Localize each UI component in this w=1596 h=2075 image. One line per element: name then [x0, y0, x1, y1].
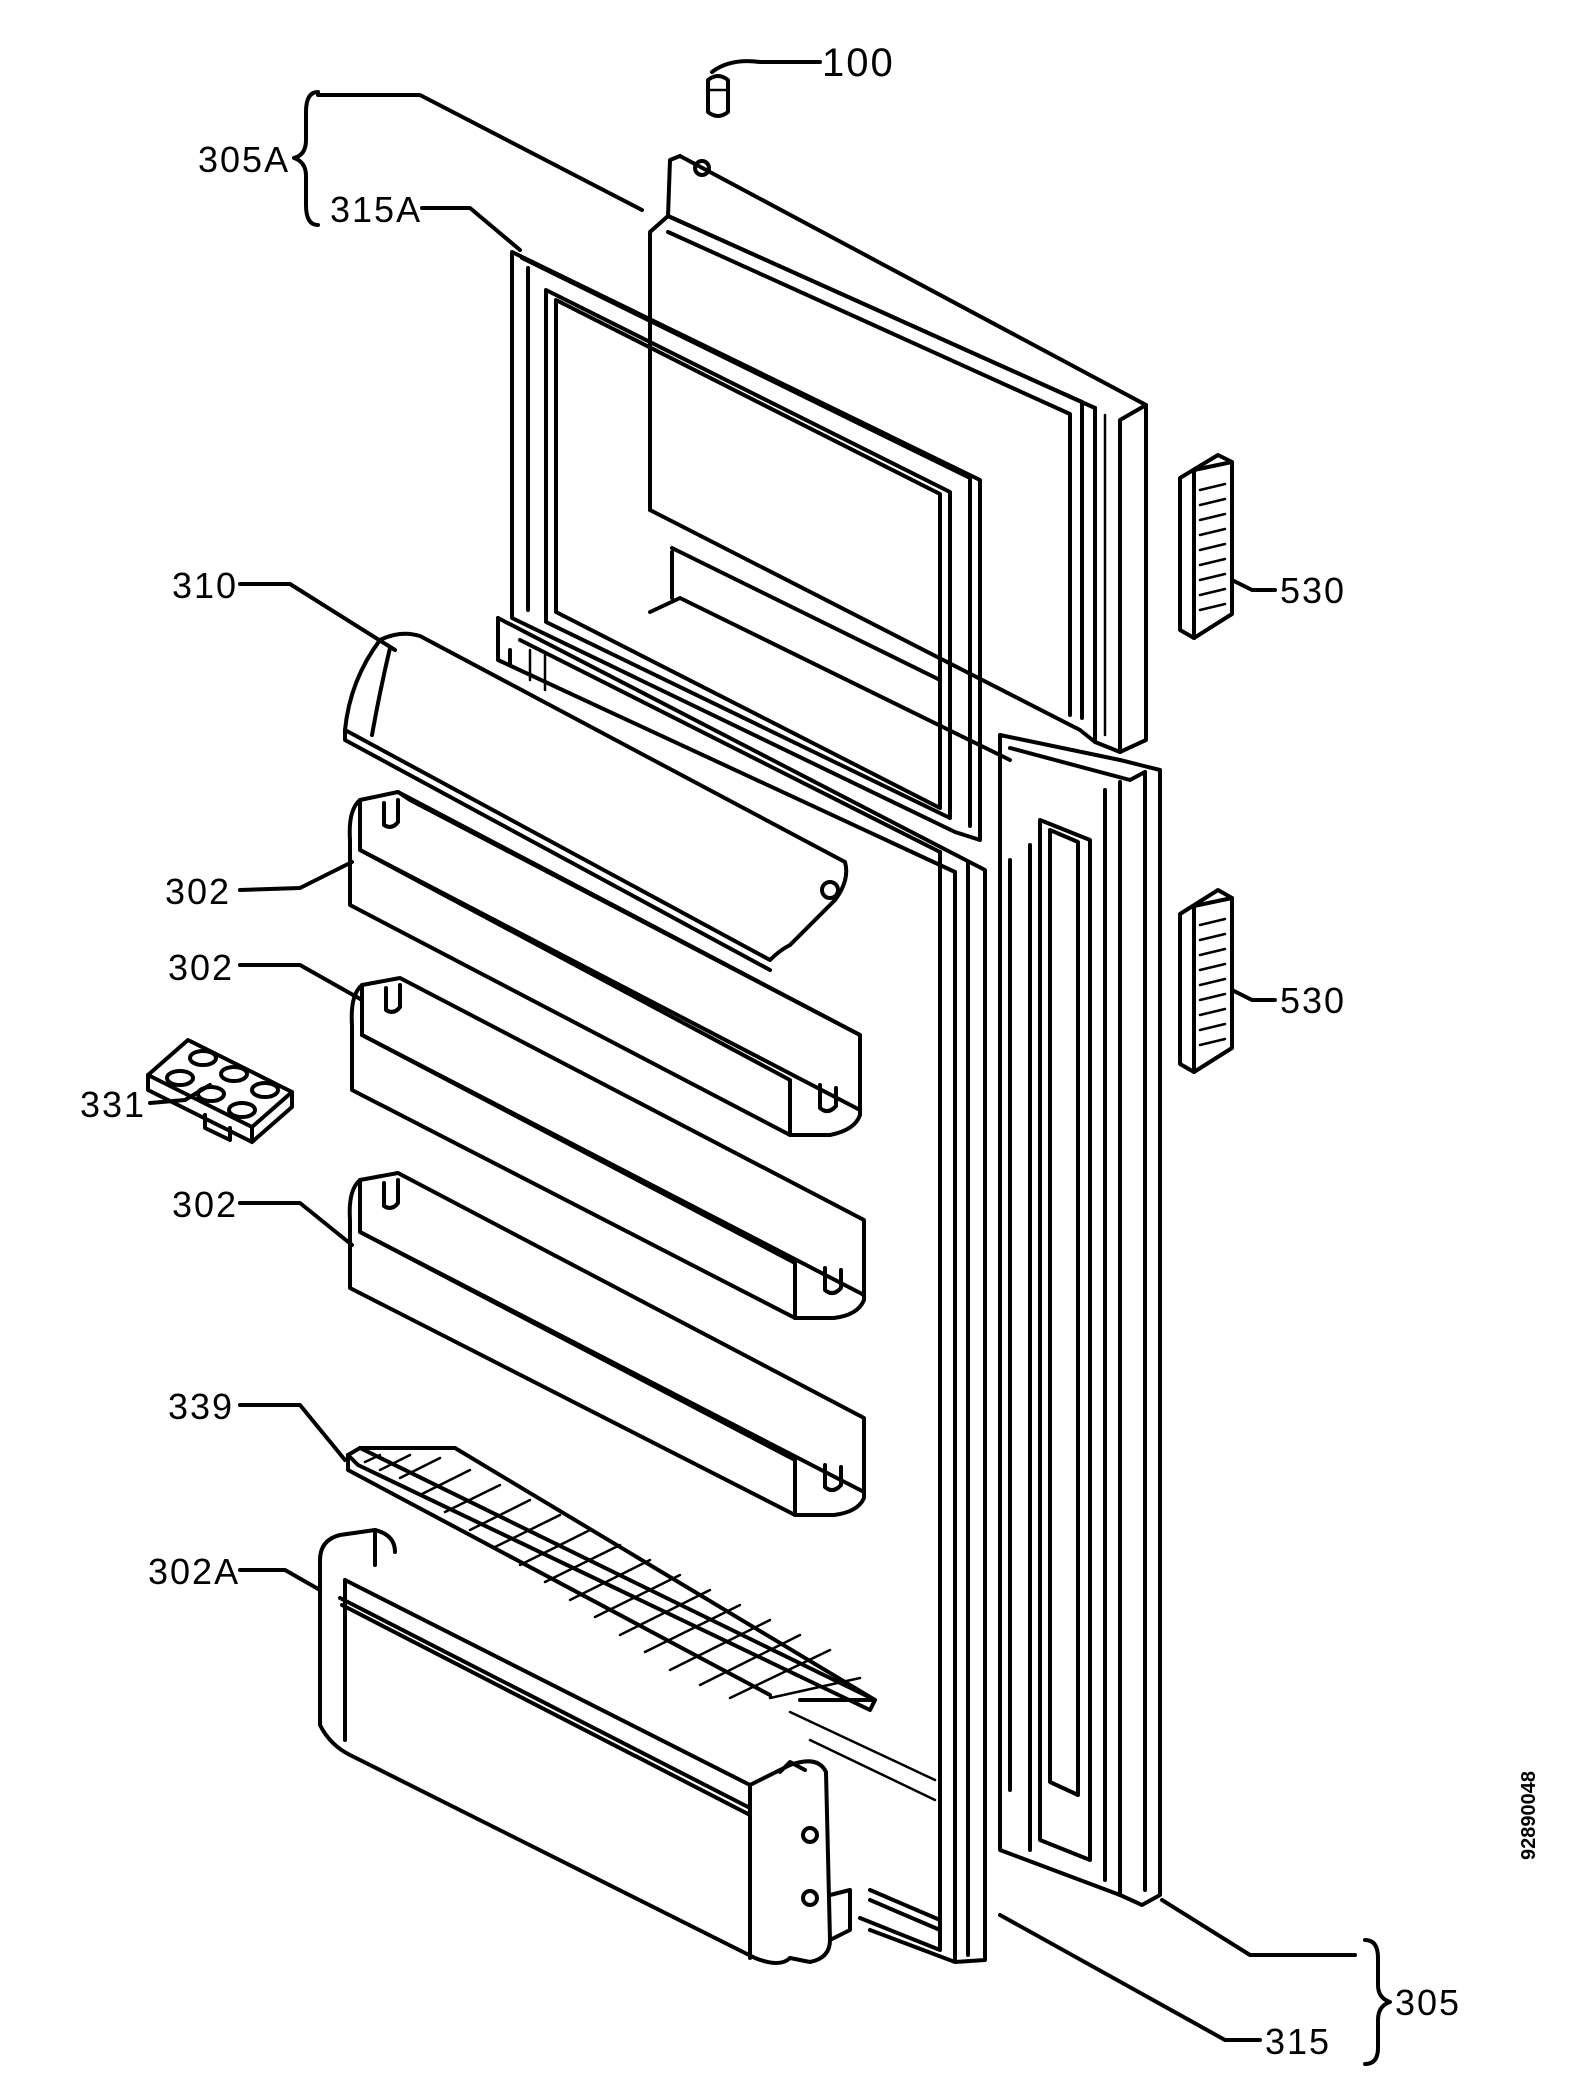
- label-315: 315: [1265, 2021, 1331, 2062]
- retainer-hatching: [363, 1453, 862, 1700]
- document-id: 92890048: [1518, 1771, 1540, 1860]
- label-331: 331: [80, 1084, 146, 1125]
- egg-tray: [146, 1038, 294, 1144]
- handle-lower-ribs: [1198, 917, 1227, 1047]
- label-310: 310: [172, 565, 238, 606]
- brace-305: [1363, 1938, 1392, 2066]
- label-305: 305: [1395, 1982, 1461, 2023]
- label-530-lower: 530: [1280, 980, 1346, 1021]
- label-302-upper: 302: [165, 871, 231, 912]
- brace-305A: [292, 90, 320, 227]
- lower-gasket: [496, 616, 987, 1964]
- label-302A: 302A: [148, 1551, 240, 1592]
- handle-lower: [1178, 888, 1234, 1074]
- upper-gasket: [510, 250, 982, 842]
- label-302-middle: 302: [168, 947, 234, 988]
- label-302-lower: 302: [172, 1184, 238, 1225]
- lower-door: [998, 733, 1162, 1907]
- leader-lines: [148, 93, 1357, 2042]
- door-shelf-2: [349, 976, 866, 1320]
- label-530-upper: 530: [1280, 570, 1346, 611]
- handle-upper: [1178, 453, 1234, 640]
- label-339: 339: [168, 1386, 234, 1427]
- label-100: 100: [822, 41, 895, 85]
- bottle-shelf: [318, 1528, 852, 1965]
- upper-door: [648, 154, 1148, 762]
- door-shelf-3: [347, 1171, 866, 1517]
- bottle-retainer: [346, 1446, 877, 1712]
- dairy-cover: [343, 631, 849, 972]
- handle-upper-ribs: [1198, 482, 1227, 612]
- door-shelf-1: [347, 790, 862, 1137]
- label-315A: 315A: [330, 189, 422, 230]
- label-305A: 305A: [198, 139, 290, 180]
- hinge-pin: [706, 59, 822, 118]
